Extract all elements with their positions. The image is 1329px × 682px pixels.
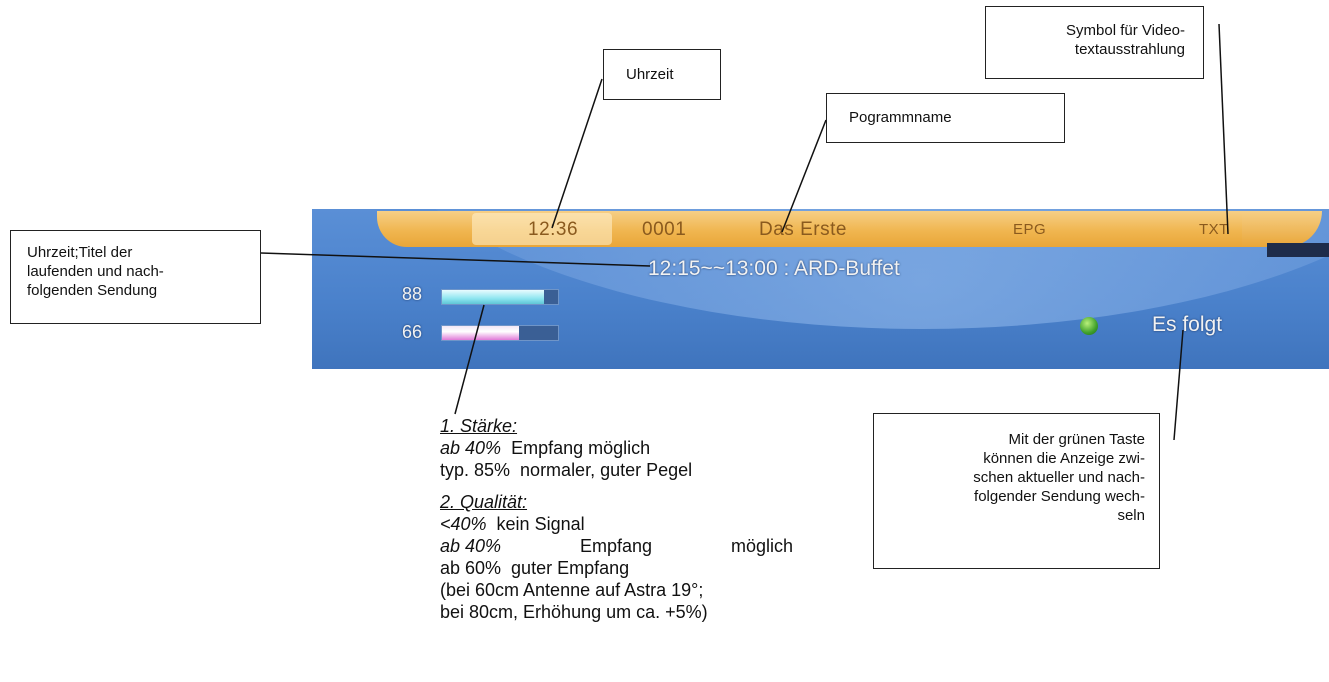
callout-titel-line: folgenden Sendung	[27, 282, 158, 299]
staerke-threshold: ab 40%	[440, 438, 502, 458]
callout-programmname: Pogrammname	[826, 93, 1065, 143]
epg-indicator: EPG	[1013, 221, 1047, 238]
qual-desc-1: kein Signal	[486, 514, 585, 534]
callout-videotext-line: textausstrahlung	[1074, 41, 1185, 58]
channel-number: 0001	[642, 219, 687, 240]
pointer-line-uhrzeit	[551, 78, 603, 229]
staerke-desc: Empfang möglich	[501, 438, 651, 458]
qual-line-1: <40% kein Signal	[440, 513, 800, 535]
signal-quality-bar	[441, 325, 559, 341]
callout-uhrzeit-text: Uhrzeit	[626, 66, 674, 83]
pointer-line-gruene-taste	[1173, 329, 1184, 441]
pointer-line-videotext	[1218, 23, 1229, 235]
callout-gruene-taste-line: folgender Sendung wech-	[974, 488, 1145, 505]
callout-programmname-text: Pogrammname	[849, 109, 952, 126]
green-button-icon	[1080, 317, 1098, 335]
staerke-heading: 1. Stärke:	[440, 416, 518, 436]
tv-info-banner: 12:36 0001 Das Erste EPG TXT 12:15~~13:0…	[312, 209, 1329, 369]
qual-threshold-2: ab 40%	[440, 536, 502, 556]
pointer-line-programmname	[781, 119, 827, 233]
callout-videotext: Symbol für Video- textausstrahlung	[985, 6, 1204, 79]
signal-strength-value: 88	[402, 284, 423, 304]
signal-notes: 1. Stärke: ab 40% Empfang möglich typ. 8…	[440, 415, 800, 623]
signal-strength-fill	[442, 290, 545, 304]
next-program-label: Es folgt	[1152, 313, 1223, 336]
callout-videotext-line: Symbol für Video-	[1066, 22, 1185, 39]
callout-uhrzeit: Uhrzeit	[603, 49, 721, 100]
callout-titel-line: Uhrzeit;Titel der	[27, 244, 133, 261]
staerke-line-1: ab 40% Empfang möglich	[440, 437, 800, 459]
teletext-indicator: TXT	[1199, 221, 1229, 238]
callout-titel-line: laufenden und nach-	[27, 263, 164, 280]
qual-desc-2a: Empfang	[579, 536, 653, 556]
qual-line-5: bei 80cm, Erhöhung um ca. +5%)	[440, 602, 708, 622]
staerke-line-2: typ. 85% normaler, guter Pegel	[440, 460, 693, 480]
callout-titel: Uhrzeit;Titel der laufenden und nach- fo…	[10, 230, 261, 324]
callout-gruene-taste-line: können die Anzeige zwi-	[983, 450, 1145, 467]
qual-line-4: (bei 60cm Antenne auf Astra 19°;	[440, 580, 704, 600]
qual-line-2: ab 40% Empfang möglich	[440, 535, 793, 557]
clock-highlight	[472, 213, 612, 245]
signal-strength-bar	[441, 289, 559, 305]
signal-quality-fill	[442, 326, 519, 340]
callout-gruene-taste: Mit der grünen Taste können die Anzeige …	[873, 413, 1160, 569]
pointer-line-titel	[260, 252, 651, 267]
qual-desc-2b: möglich	[730, 536, 793, 556]
program-time-title: 12:15~~13:00 : ARD-Buffet	[648, 257, 900, 280]
banner-dark-corner	[1267, 243, 1329, 257]
clock-time: 12:36	[528, 219, 579, 240]
callout-gruene-taste-line: Mit der grünen Taste	[1008, 431, 1145, 448]
qual-threshold-1: <40%	[440, 514, 487, 534]
callout-gruene-taste-line: schen aktueller und nach-	[973, 469, 1145, 486]
channel-name: Das Erste	[759, 219, 847, 240]
qualitaet-heading: 2. Qualität:	[440, 492, 528, 512]
qual-line-3: ab 60% guter Empfang	[440, 558, 630, 578]
callout-gruene-taste-line: seln	[1117, 507, 1145, 524]
signal-quality-value: 66	[402, 322, 423, 342]
pointer-line-staerke	[454, 304, 485, 415]
